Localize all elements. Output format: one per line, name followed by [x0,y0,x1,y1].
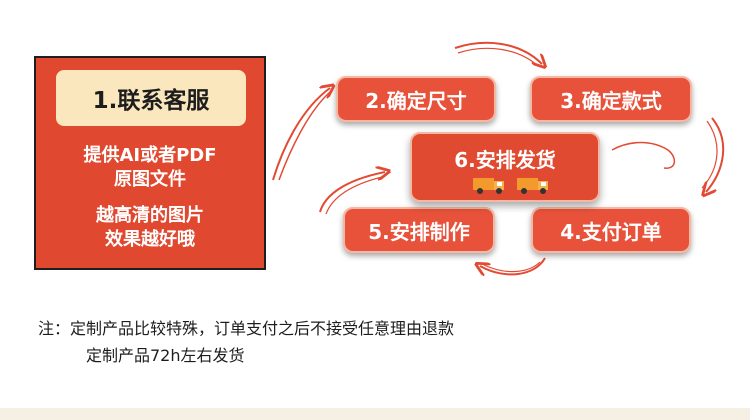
shipping-title: 6.安排发货 [454,148,556,172]
arrow-icon [706,117,725,192]
truck-icon [517,178,548,194]
arrow-icon [278,91,331,181]
contact-panel: 1.联系客服 提供AI或者PDF 原图文件 越高清的图片 效果越好哦 [34,56,266,270]
step-arrange-production: 5.安排制作 [343,207,495,253]
step-confirm-size: 2.确定尺寸 [336,76,496,122]
file-request-line-2: 原图文件 [114,169,186,190]
arrow-icon [457,47,539,67]
file-request-text: 提供AI或者PDF 原图文件 [36,144,264,192]
notice-line-1: 注：定制产品比较特殊，订单支付之后不接受任意理由退款 [38,319,455,338]
step-arrange-shipping: 6.安排发货 [410,132,600,202]
arrow-icon [319,172,385,213]
arrow-icon [483,261,541,273]
step-pay-order: 4.支付订单 [531,207,691,253]
truck-icon [473,178,504,194]
arrow-icon [272,88,330,181]
quality-tip-line-2: 效果越好哦 [105,229,195,250]
arrow-icon [611,141,676,169]
arrow-icon [454,41,542,64]
arrow-icon [701,120,718,189]
notice-line-2: 定制产品72h左右发货 [86,346,245,365]
bottom-band [0,408,750,420]
step-confirm-style: 3.确定款式 [530,76,692,122]
quality-tip-line-1: 越高清的图片 [96,205,204,226]
step1-label: 1.联系客服 [56,70,246,126]
quality-tip-text: 越高清的图片 效果越好哦 [36,204,264,252]
arrow-icon [480,257,546,274]
file-request-line-1: 提供AI或者PDF [83,145,217,166]
